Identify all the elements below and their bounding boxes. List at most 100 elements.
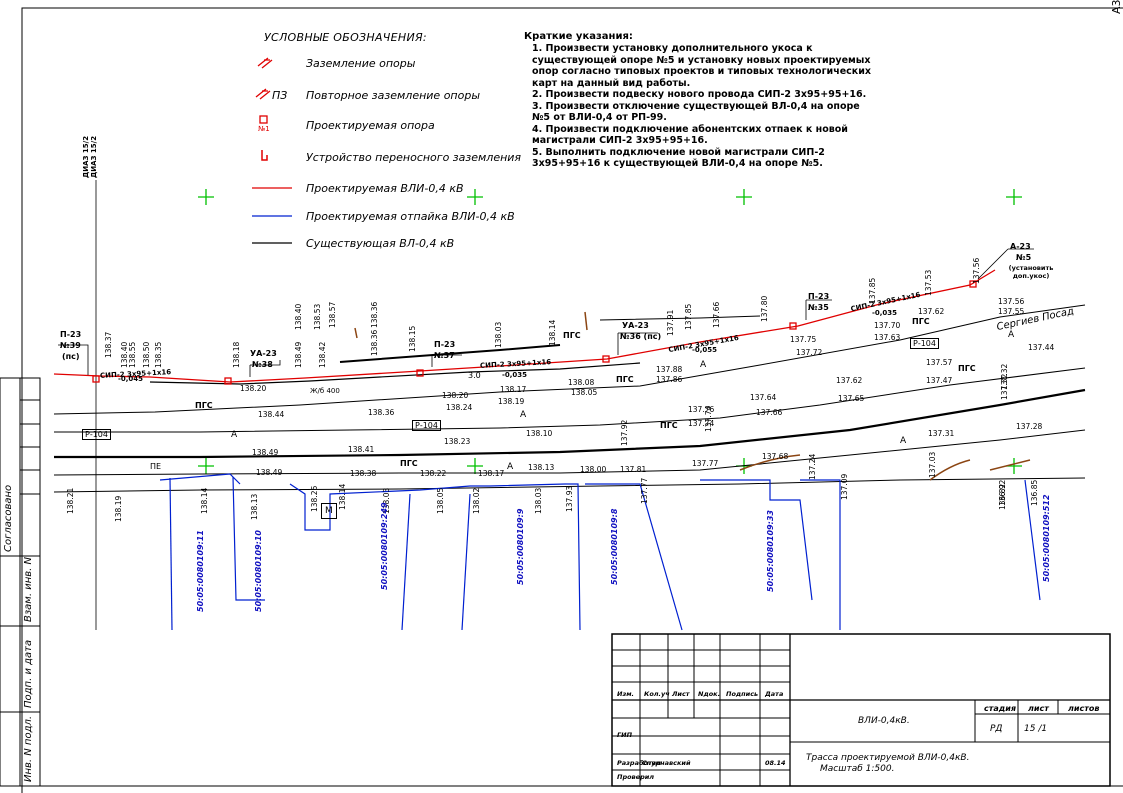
leaders	[58, 248, 1034, 377]
elevation: 138.03	[534, 487, 543, 514]
tb-scale: Масштаб 1:500.	[820, 764, 895, 774]
region-label: Р-104	[82, 429, 111, 440]
elevation: 138.44	[258, 410, 285, 419]
ground-icon	[257, 57, 273, 69]
sheet-frame	[21, 7, 1123, 793]
pole-note: (установить доп.укос)	[1008, 264, 1054, 280]
tb-developed-label: Разработал	[617, 759, 661, 767]
tb-header-change: Изм.	[617, 690, 634, 698]
pole-type: П-23	[808, 292, 830, 301]
elevation: 137.63	[874, 333, 901, 342]
legend-code-pole: №1	[258, 125, 270, 133]
note-item: 2. Произвести подвеску нового провода СИ…	[532, 89, 867, 100]
cadastral-number: 50:05:0080109:9	[516, 508, 525, 585]
legend-item-portable-ground: Устройство переносного заземления	[306, 151, 522, 164]
surface-label: ПГС	[400, 459, 418, 468]
stamp-inv-original: Инв. N подл.	[23, 715, 34, 782]
elevation: 137.31	[928, 429, 955, 438]
asphalt-label: А	[231, 430, 238, 440]
legend-item-projected-branch: Проектируемая отпайка ВЛИ-0,4 кВ	[306, 210, 515, 223]
asphalt-label: А	[1008, 330, 1015, 340]
elevation: 137.80	[760, 295, 769, 322]
elevation: 138.21	[66, 487, 75, 514]
elevation: 137.85	[684, 303, 693, 330]
portable-ground-icon	[261, 150, 268, 161]
cadastral-number: 50:05:0080109:512	[1042, 494, 1051, 582]
elevation: 138.36	[370, 329, 379, 356]
misc-label: -0,035	[502, 371, 528, 379]
elevation: 138.10	[526, 429, 553, 438]
elevation: 137.64	[750, 393, 777, 402]
pole-number: №37	[434, 351, 455, 360]
elevation: 137.93	[565, 485, 574, 512]
legend-item-repeat-ground: Повторное заземление опоры	[306, 89, 481, 102]
legend-code-repeat-ground: ПЗ	[272, 89, 288, 102]
grid-crosses	[198, 189, 1022, 474]
left-stamp-lines	[0, 377, 41, 787]
elevation: 138.24	[446, 403, 473, 412]
elevation: 138.26	[310, 485, 319, 512]
pole-number: №39	[60, 341, 81, 350]
tb-developed-name: Спурнавский	[642, 759, 691, 767]
region-label: Р-104	[910, 338, 939, 349]
elevation: 138.17	[500, 385, 527, 394]
elevation: 138.20	[442, 391, 469, 400]
notes-list: 1. Произвести установку дополнительного …	[532, 43, 877, 170]
misc-label: 3.0	[468, 371, 481, 380]
elevation: 137.68	[762, 452, 789, 461]
elevation: 137.88	[656, 365, 683, 374]
projected-vli-line	[53, 269, 996, 383]
elevation: 138.03	[494, 321, 503, 348]
elevation: 137.24	[808, 453, 817, 480]
vegetation	[354, 311, 1031, 481]
legend-item-existing-vl: Существующая ВЛ-0,4 кВ	[306, 237, 455, 250]
title-block-lines	[611, 633, 1111, 787]
elevation: 138.37	[104, 331, 113, 358]
pole-number: №35	[808, 303, 829, 312]
misc-label: ПЕ	[150, 462, 162, 471]
elevation: 138.14	[338, 483, 347, 510]
tb-checked-label: Проверил	[617, 773, 655, 781]
pole-type: УА-23	[622, 321, 649, 330]
elevation: 136.85	[1030, 479, 1039, 506]
asphalt-label: А	[900, 436, 907, 446]
elevation: 138.02	[472, 487, 481, 514]
elevation: 137.92	[620, 419, 629, 446]
notes-title: Краткие указания:	[524, 31, 633, 42]
elevation: 137.28	[1016, 422, 1043, 431]
pole-note: (пс)	[62, 352, 80, 361]
existing-vl-line	[149, 362, 641, 385]
elevation: 138.17	[478, 469, 505, 478]
misc-label: -0,045	[118, 375, 144, 383]
elevation: 138.57	[328, 301, 337, 328]
road-edges	[53, 304, 1086, 493]
elevation: 138.49	[252, 448, 279, 457]
tb-sheet-label: лист	[1028, 704, 1049, 713]
elevation: 138.41	[348, 445, 375, 454]
elevation: 137.77	[692, 459, 719, 468]
legend-symbols	[252, 57, 292, 244]
elevation: 137.72	[796, 348, 823, 357]
elevation: 138.19	[498, 397, 525, 406]
pole-markers	[92, 280, 977, 385]
elevation: 138.35	[154, 341, 163, 368]
surface-label: ПГС	[195, 401, 213, 410]
stamp-replaced-inv: Взам. инв. N	[23, 557, 34, 622]
note-item: 3. Произвести отключение существующей ВЛ…	[532, 100, 860, 124]
tb-developed-date: 08.14	[765, 759, 786, 767]
elevation: 137.47	[926, 376, 953, 385]
axis-annotation: ДИАЗ 15/2	[90, 135, 98, 178]
legend-item-projected-vli: Проектируемая ВЛИ-0,4 кВ	[306, 182, 464, 195]
legend-item-ground: Заземление опоры	[306, 57, 416, 70]
elevation: 137.09	[840, 473, 849, 500]
elevation: 137.75	[790, 335, 817, 344]
cadastral-number: 50:05:0080109:10	[254, 530, 263, 612]
axis-annotation: ДИАЗ 15/2	[82, 135, 90, 178]
tb-header-date: Дата	[765, 690, 784, 698]
pole-icon	[259, 115, 268, 124]
elevation: 138.40	[294, 303, 303, 330]
cadastral-number: 50:05:0080109:33	[766, 510, 775, 592]
elevation: 138.08	[568, 378, 595, 387]
pole-type: УА-23	[250, 349, 277, 358]
